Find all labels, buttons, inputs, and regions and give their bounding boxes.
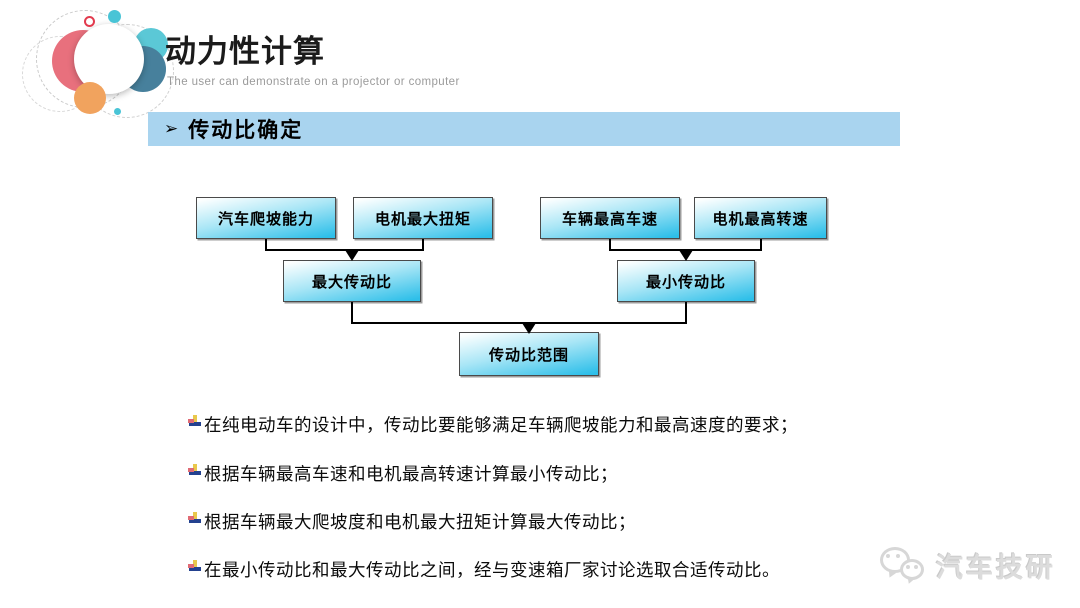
page-title: 动力性计算: [165, 34, 325, 69]
list-item-text: 在纯电动车的设计中，传动比要能够满足车辆爬坡能力和最高速度的要求；: [204, 415, 798, 435]
flow-node-max-ratio: 最大传动比: [283, 260, 421, 302]
flow-node-ratio-range: 传动比范围: [459, 332, 599, 376]
wechat-icon: [878, 543, 930, 587]
connector-line: [760, 239, 762, 251]
page-subtitle: The user can demonstrate on a projector …: [167, 76, 460, 88]
list-item: 根据车辆最高车速和电机最高转速计算最小传动比；: [188, 461, 618, 486]
cyan-dot: [108, 10, 121, 23]
list-item-text: 在最小传动比和最大传动比之间，经与变速箱厂家讨论选取合适传动比。: [204, 560, 780, 580]
pushpin-bullet-icon: [188, 512, 202, 527]
watermark: 汽车技研: [878, 543, 1056, 587]
pushpin-bullet-icon: [188, 415, 202, 430]
orange-circle: [74, 82, 106, 114]
connector-line: [422, 239, 424, 251]
connector-line: [351, 322, 687, 324]
flow-node-climb-ability: 汽车爬坡能力: [196, 197, 336, 239]
connector-line: [265, 249, 424, 251]
list-item: 在纯电动车的设计中，传动比要能够满足车辆爬坡能力和最高速度的要求；: [188, 412, 798, 437]
connector-arrow-icon: [522, 323, 536, 334]
list-item-text: 根据车辆最高车速和电机最高转速计算最小传动比；: [204, 464, 618, 484]
connector-arrow-icon: [679, 250, 693, 261]
section-banner: ➢ 传动比确定: [148, 112, 900, 146]
flow-node-motor-max-torque: 电机最大扭矩: [353, 197, 493, 239]
list-item: 在最小传动比和最大传动比之间，经与变速箱厂家讨论选取合适传动比。: [188, 557, 780, 582]
connector-line: [609, 239, 611, 251]
connector-line: [265, 239, 267, 251]
arrowhead-icon: ➢: [164, 119, 179, 138]
list-item: 根据车辆最大爬坡度和电机最大扭矩计算最大传动比；: [188, 509, 636, 534]
cyan-dot: [114, 108, 121, 115]
pushpin-bullet-icon: [188, 464, 202, 479]
red-ring-dot: [84, 16, 95, 27]
connector-line: [685, 302, 687, 324]
decorative-circles-logo: [22, 2, 174, 120]
watermark-brand: 汽车技研: [936, 552, 1056, 583]
connector-line: [351, 302, 353, 324]
list-item-text: 根据车辆最大爬坡度和电机最大扭矩计算最大传动比；: [204, 512, 636, 532]
flow-node-min-ratio: 最小传动比: [617, 260, 755, 302]
connector-arrow-icon: [345, 250, 359, 261]
section-title: 传动比确定: [188, 118, 304, 142]
flow-node-motor-max-rpm: 电机最高转速: [694, 197, 827, 239]
flow-node-vehicle-top-speed: 车辆最高车速: [540, 197, 680, 239]
pushpin-bullet-icon: [188, 560, 202, 575]
